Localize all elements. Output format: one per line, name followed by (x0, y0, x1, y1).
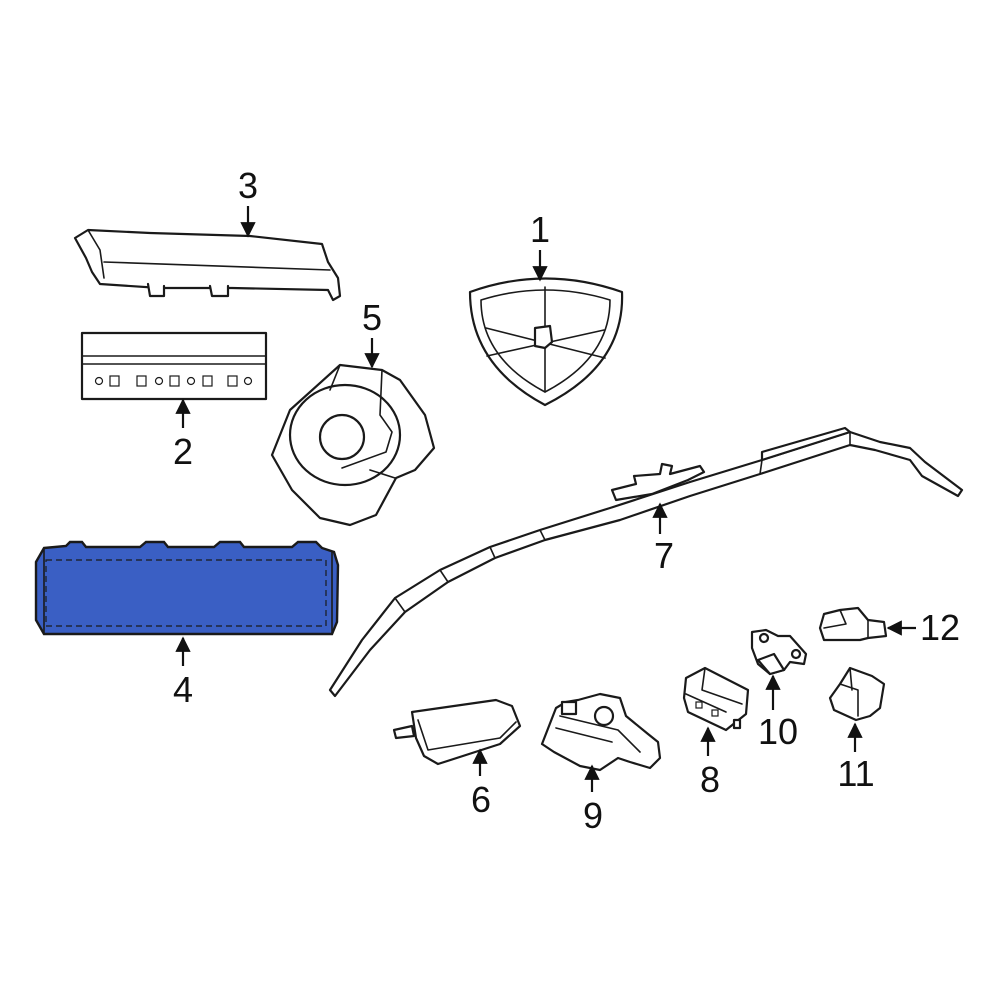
callout-9: 9 (583, 795, 603, 836)
callout-2: 2 (173, 431, 193, 472)
callout-1: 1 (530, 209, 550, 250)
part-9-impact-sensor[interactable] (540, 692, 662, 772)
part-3-trim-panel[interactable] (73, 228, 342, 302)
callout-3: 3 (238, 165, 258, 206)
callout-labels: 1 2 3 4 5 6 7 8 9 10 11 12 (173, 165, 960, 836)
part-5-clockspring[interactable] (270, 363, 436, 527)
part-11-sensor-clip[interactable] (828, 666, 886, 722)
callout-7: 7 (654, 535, 674, 576)
callout-5: 5 (362, 297, 382, 338)
callout-12: 12 (920, 607, 960, 648)
part-4-highlighted-module[interactable] (34, 540, 340, 636)
callout-arrows (175, 206, 916, 792)
part-2-control-panel[interactable] (80, 331, 268, 401)
callout-10: 10 (758, 711, 798, 752)
part-8-control-module[interactable] (682, 666, 750, 732)
callout-8: 8 (700, 759, 720, 800)
callout-11: 11 (837, 753, 874, 794)
part-1-airbag-cover[interactable] (468, 277, 624, 407)
part-12-connector[interactable] (818, 606, 888, 642)
part-6-knee-airbag[interactable] (392, 698, 522, 766)
callout-4: 4 (173, 669, 193, 710)
callout-6: 6 (471, 779, 491, 820)
part-4-body (34, 540, 340, 636)
part-10-sensor[interactable] (750, 628, 808, 676)
part-7-curtain-airbag[interactable] (328, 426, 964, 698)
